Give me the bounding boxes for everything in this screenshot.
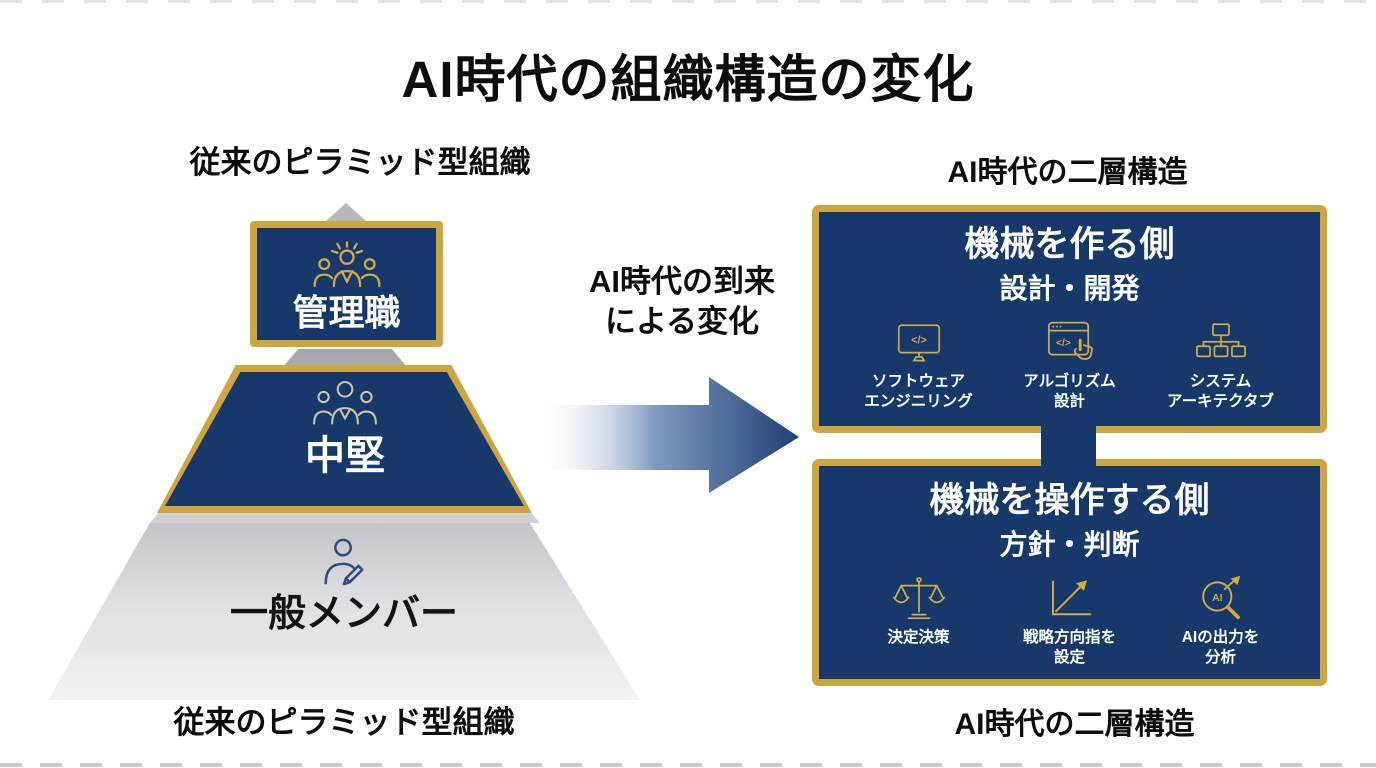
items-row: </> ソフトウェア エンジニリング: [819, 320, 1320, 412]
item-label: 決定決策: [887, 629, 950, 647]
right-column-heading: AI時代の二層構造: [947, 156, 1188, 189]
pyramid-bottom-tier: 一般メンバー: [48, 523, 640, 700]
item-label: AIの出力を 分析: [1181, 629, 1260, 667]
item-label: システム アーキテクタブ: [1167, 373, 1274, 411]
tier-label: 中堅: [305, 434, 385, 478]
software-engineering-icon: </>: [897, 324, 940, 362]
top-edge-dashes: [0, 0, 1376, 3]
list-item: 戦略方向指を 設定: [994, 576, 1145, 668]
box-subtitle: 方針・判断: [999, 529, 1140, 561]
list-item: 決定決策: [843, 576, 994, 668]
tier-label: 一般メンバー: [229, 593, 458, 635]
box-title: 機械を操作する側: [929, 481, 1210, 520]
svg-text:</>: </>: [911, 334, 927, 346]
strategy-direction-icon: [1051, 580, 1091, 616]
leader-icon: [312, 241, 381, 288]
member-pencil-icon: [324, 538, 364, 586]
right-arrow-icon: [537, 377, 799, 493]
change-label: AI時代の到来 による変化: [549, 262, 815, 341]
left-column-caption: 従来のピラミッド型組織: [173, 705, 515, 740]
tier-label: 管理職: [292, 292, 401, 333]
right-column-caption: AI時代の二層構造: [954, 708, 1195, 741]
box-subtitle: 設計・開発: [999, 273, 1140, 305]
list-item: AI AIの出力を 分析: [1145, 575, 1296, 668]
item-label: アルゴリズム 設計: [1023, 373, 1116, 411]
pyramid-top-tier: 管理職: [250, 221, 443, 347]
item-label: 戦略方向指を 設定: [1022, 629, 1116, 667]
left-column-heading: 従来のピラミッド型組織: [189, 145, 531, 180]
team-icon: [313, 380, 377, 425]
svg-text:AI: AI: [1212, 593, 1223, 604]
algorithm-design-icon: </>: [1047, 321, 1093, 361]
box-title: 機械を作る側: [964, 225, 1175, 264]
pyramid-middle-content: 中堅: [225, 378, 465, 476]
decision-making-icon: [892, 577, 945, 620]
item-label: ソフトウェア エンジニリング: [864, 373, 973, 411]
list-item: システム アーキテクタブ: [1145, 320, 1296, 412]
change-label-line1: AI時代の到来: [589, 264, 775, 299]
page-title: AI時代の組織構造の変化: [401, 51, 975, 108]
system-architecture-icon: [1195, 323, 1246, 358]
machine-maker-box: 機械を作る側 設計・開発 </> ソフトウェア エンジニリング: [812, 205, 1327, 433]
layer-connector: [1041, 423, 1096, 471]
svg-text:</>: </>: [1056, 338, 1071, 349]
ai-output-analysis-icon: AI: [1201, 575, 1240, 620]
change-label-line2: による変化: [604, 303, 760, 339]
list-item: </> アルゴリズム 設計: [994, 320, 1145, 412]
bottom-edge-dashes: [0, 763, 1376, 767]
list-item: </> ソフトウェア エンジニリング: [843, 320, 994, 412]
items-row: 決定決策 戦略方向指を 設定: [819, 575, 1320, 668]
machine-operator-box: 機械を操作する側 方針・判断: [812, 459, 1327, 686]
